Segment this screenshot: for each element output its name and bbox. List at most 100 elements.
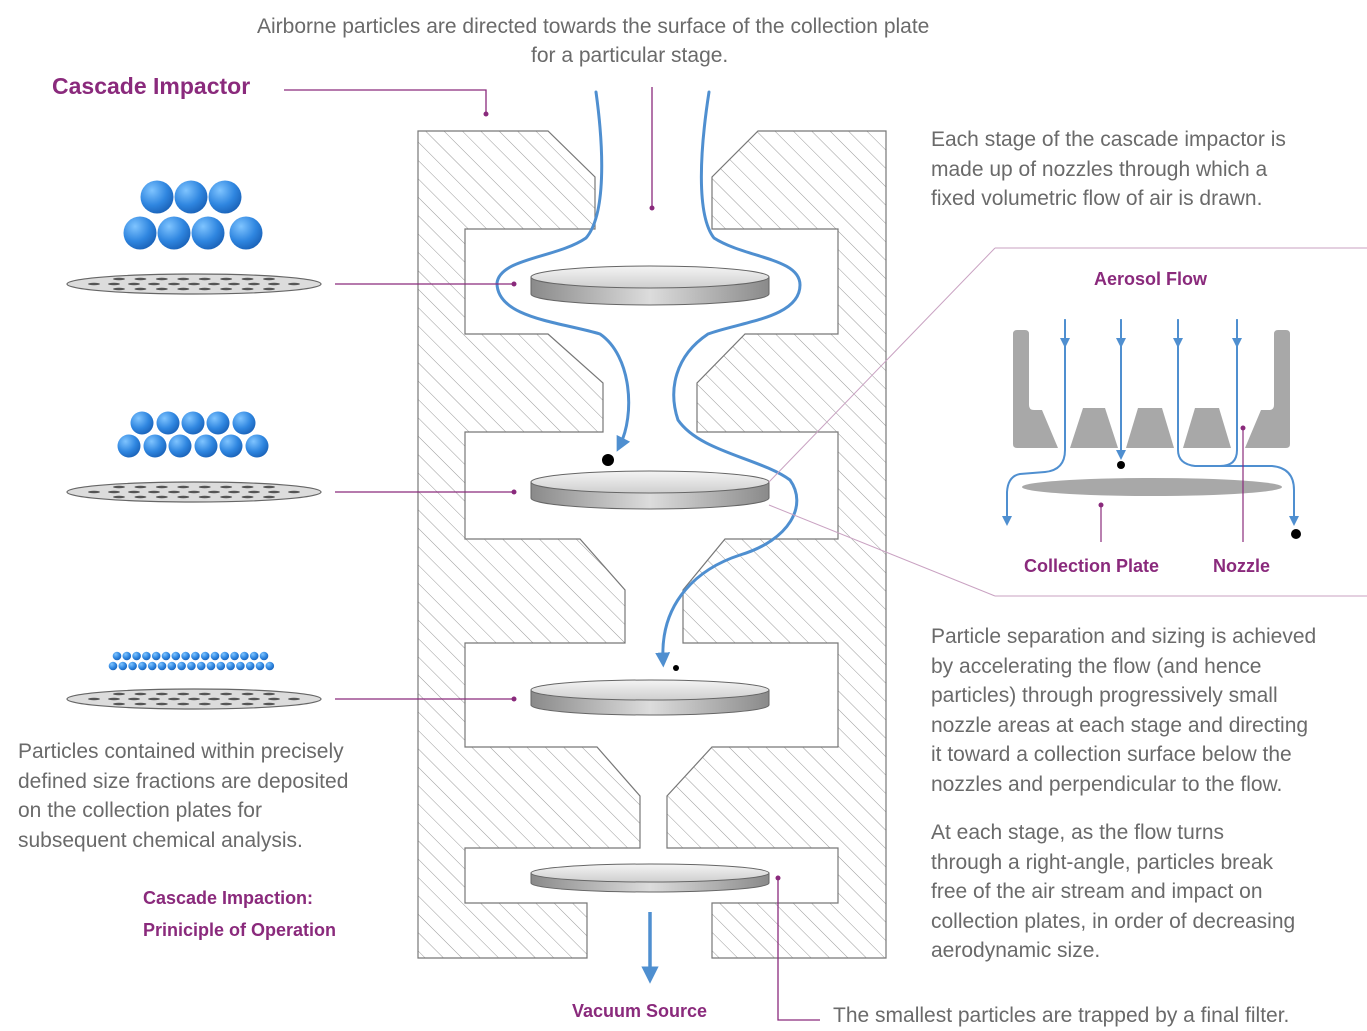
blue-particle-icon (255, 661, 265, 671)
collection-plate-stage2 (530, 470, 770, 510)
plate-hole (268, 697, 280, 701)
blue-particle-icon (259, 651, 269, 661)
blue-particle-icon (151, 651, 161, 661)
blue-particle-icon (128, 661, 137, 671)
nozzle-icon (1013, 330, 1058, 448)
plate-hole (198, 277, 211, 281)
plate-hole (198, 692, 211, 696)
inset-zoom-line-bottom (768, 504, 996, 597)
blue-particle-icon (157, 661, 167, 671)
flow-line-left (495, 90, 631, 452)
right-para1-line: fixed volumetric flow of air is drawn. (931, 187, 1263, 210)
leader-dot (511, 281, 517, 287)
plate-hole (88, 697, 100, 701)
blue-particle-icon (181, 651, 190, 661)
plate-hole (168, 490, 180, 494)
plate-hole (263, 495, 275, 499)
blue-particle-icon (230, 651, 239, 661)
plate-hole (134, 277, 147, 281)
plate-hole (128, 490, 140, 494)
blue-particle-icon (132, 651, 141, 661)
nozzle-icon (1126, 408, 1174, 448)
plate-hole (268, 490, 280, 494)
blue-particle-icon (171, 651, 181, 661)
plate-hole (188, 282, 200, 286)
plate-hole (241, 277, 254, 281)
plate-hole (148, 490, 160, 494)
right-para2-line: Particle separation and sizing is achiev… (931, 625, 1317, 648)
inset-aerosol-flow-label: Aerosol Flow (1094, 269, 1208, 289)
blue-particle-icon (220, 651, 230, 661)
principle-label-line2: Priniciple of Operation (143, 920, 337, 940)
top-caption-line1: Airborne particles are directed towards … (257, 15, 930, 38)
inset-flow-arrow (1177, 319, 1299, 526)
plate-hole (208, 282, 220, 286)
plate-hole (155, 702, 168, 706)
nozzle-icon (1245, 330, 1290, 448)
plate-hole (168, 282, 180, 286)
blue-particle-icon (174, 180, 208, 214)
particle-dot (1117, 461, 1125, 469)
plate-hole (248, 490, 260, 494)
plate-hole (155, 485, 168, 489)
plate-hole (134, 702, 147, 706)
right-para3-line: through a right-angle, particles break (931, 850, 1274, 874)
blue-particle-icon (181, 411, 205, 435)
blue-particle-icon (265, 661, 275, 671)
right-para2-line: by accelerating the flow (and hence (931, 654, 1262, 678)
plate-hole (177, 692, 190, 696)
blue-particle-icon (142, 651, 151, 661)
inset-collection-plate (1022, 478, 1282, 496)
plate-hole (263, 287, 275, 291)
right-para3-line: aerodynamic size. (931, 939, 1101, 962)
plate-hole (248, 697, 260, 701)
nozzle-icon (1070, 408, 1118, 448)
blue-particle-icon (208, 180, 242, 214)
plate-hole (228, 490, 240, 494)
blue-particle-icon (123, 216, 157, 250)
right-para2-line: nozzles and perpendicular to the flow. (931, 772, 1283, 796)
plate-hole (220, 277, 233, 281)
plate-hole (263, 702, 275, 706)
plate-hole (155, 692, 168, 696)
title-leader-line (284, 89, 487, 113)
right-paragraph-impact: At each stage, as the flow turns through… (931, 818, 1295, 966)
particle-dot (602, 454, 614, 466)
plate-hole (228, 282, 240, 286)
left-para-line: defined size fractions are deposited (18, 769, 349, 793)
plate-hole (248, 282, 260, 286)
plate-hole (108, 697, 120, 701)
plate-hole (88, 490, 100, 494)
blue-particle-icon (147, 661, 157, 671)
plate-hole (198, 495, 211, 499)
nozzle-inset (1002, 319, 1301, 542)
plate-hole (177, 495, 190, 499)
plate-hole (134, 287, 147, 291)
blue-particle-icon (236, 661, 245, 671)
diagram-title: Cascade Impactor (52, 73, 251, 99)
right-para3-line: At each stage, as the flow turns (931, 821, 1224, 844)
right-para1-line: Each stage of the cascade impactor is (931, 128, 1286, 151)
plate-hole (88, 282, 100, 286)
nozzle-icon (1183, 408, 1231, 448)
blue-particle-icon (245, 434, 269, 458)
blue-particle-icon (138, 661, 147, 671)
blue-particle-icon (118, 661, 128, 671)
plate-hole (288, 490, 300, 494)
blue-particle-icon (196, 661, 206, 671)
plate-hole (113, 495, 125, 499)
plate-hole (155, 277, 168, 281)
right-para1-line: made up of nozzles through which a (931, 157, 1268, 181)
blue-particle-icon (200, 651, 210, 661)
blue-particle-icon (206, 661, 216, 671)
plate-hole (220, 485, 233, 489)
blue-particle-icon (156, 411, 180, 435)
right-para2-line: it toward a collection surface below the (931, 743, 1292, 766)
plate-hole (220, 702, 233, 706)
plate-hole (220, 692, 233, 696)
plate-hole (188, 490, 200, 494)
blue-particle-icon (226, 661, 235, 671)
blue-particle-icon (249, 651, 259, 661)
medium-particles-cluster (117, 411, 269, 458)
